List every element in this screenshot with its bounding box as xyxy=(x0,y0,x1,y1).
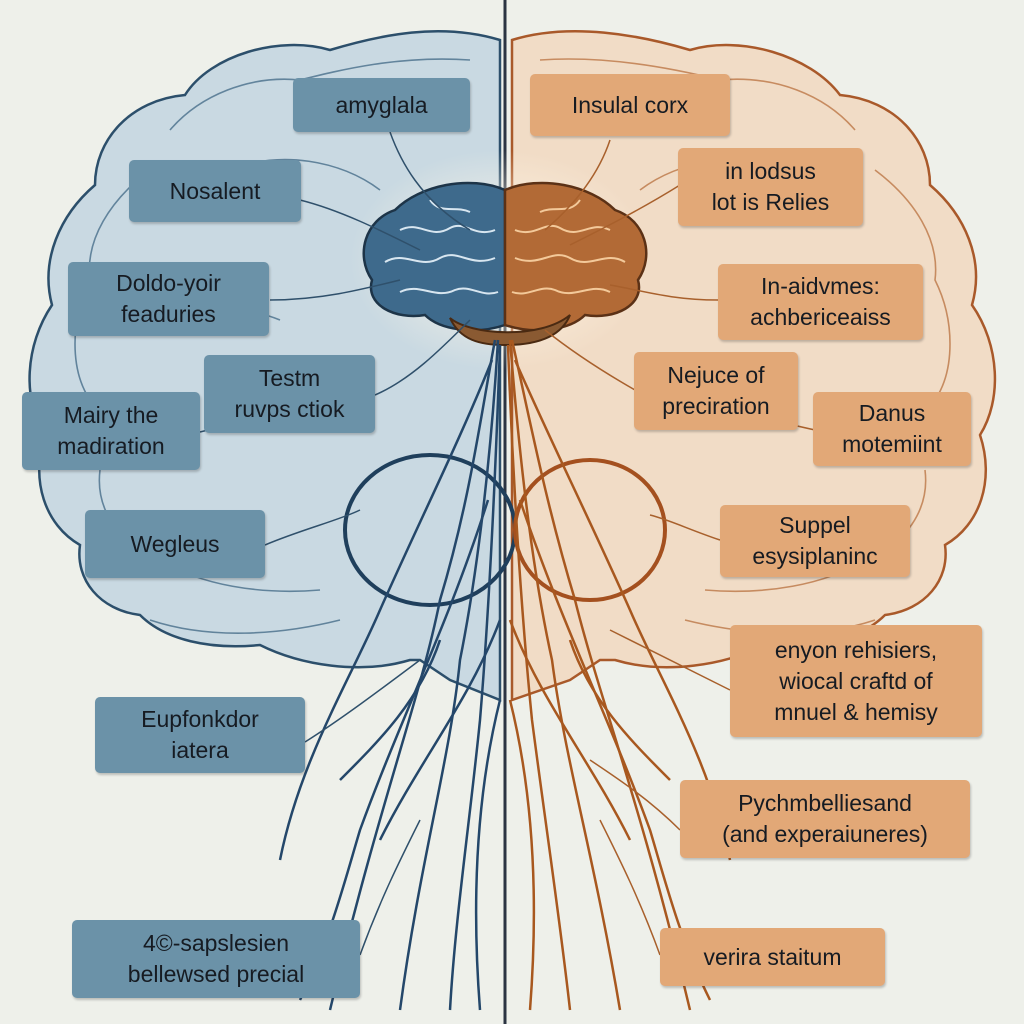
label-doldo-yoir: Doldo-yoir feaduries xyxy=(68,262,269,336)
label-wegleus: Wegleus xyxy=(85,510,265,578)
label-insular-cortex: Insulal corx xyxy=(530,74,730,136)
label-sapslesien: 4©-sapslesien bellewsed precial xyxy=(72,920,360,998)
label-pychmbelliesand: Pychmbelliesand (and experaiuneres) xyxy=(680,780,970,858)
label-amygdala: amyglala xyxy=(293,78,470,132)
label-verira-staitum: verira staitum xyxy=(660,928,885,986)
brain-icon xyxy=(362,181,648,347)
right-loop xyxy=(513,458,667,602)
right-connectors xyxy=(544,139,816,956)
label-in-lodsus: in lodsus lot is Relies xyxy=(678,148,863,226)
label-eupfonkdor: Eupfonkdor iatera xyxy=(95,697,305,773)
left-nerve-fibers xyxy=(278,339,502,1011)
label-enyon-rehisiers: enyon rehisiers, wiocal craftd of mnuel … xyxy=(730,625,982,737)
label-in-aidvmes: In-aidvmes: achbericeaiss xyxy=(718,264,923,340)
label-danus: Danus motemiint xyxy=(813,392,971,466)
label-nosalent: Nosalent xyxy=(129,160,301,222)
label-suppel: Suppel esysiplaninc xyxy=(720,505,910,577)
label-mairy-the: Mairy the madiration xyxy=(22,392,200,470)
label-nejuce-of: Nejuce of preciration xyxy=(634,352,798,430)
label-testm: Testm ruvps ctiok xyxy=(204,355,375,433)
